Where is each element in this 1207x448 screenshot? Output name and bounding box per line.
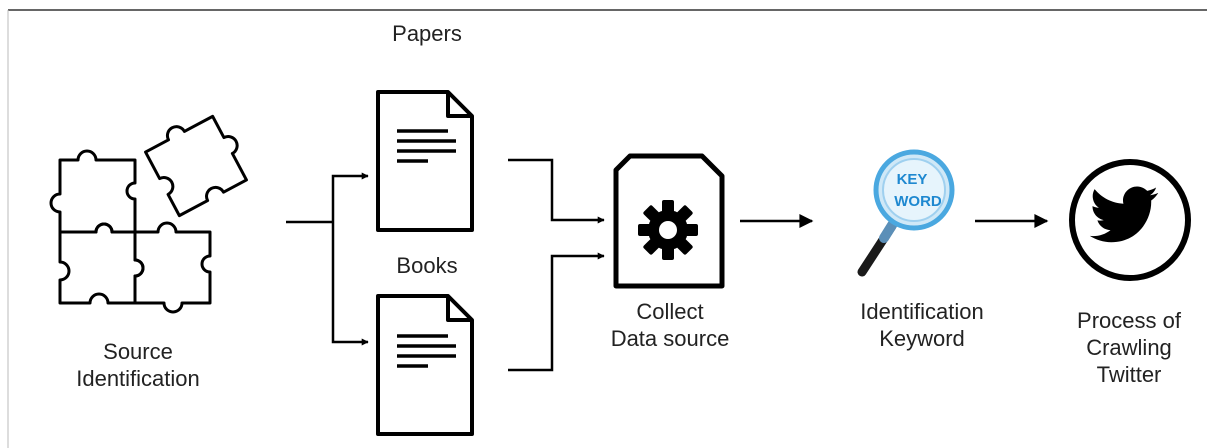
books-document-icon xyxy=(376,294,474,436)
merge-connector xyxy=(508,158,605,372)
papers-label: Papers xyxy=(392,21,462,46)
papers-document-icon xyxy=(376,90,474,232)
arrow-books-to-collect xyxy=(508,252,605,372)
split-connector xyxy=(286,172,369,346)
source-identification-label: Source Identification xyxy=(76,339,200,391)
magnifier-keyword-icon: KEY WORD xyxy=(857,149,955,277)
twitter-bird-icon xyxy=(1069,159,1191,281)
arrow-papers-to-collect xyxy=(508,158,605,224)
gear-document-icon xyxy=(613,153,725,289)
arrow-to-papers xyxy=(331,172,369,222)
arrow-to-books xyxy=(331,222,369,346)
magnifier-text-line-2: WORD xyxy=(894,193,942,210)
identification-keyword-label: Identification Keyword xyxy=(860,299,984,351)
books-label: Books xyxy=(396,253,458,278)
collect-data-source-label: Collect Data source xyxy=(610,299,730,351)
process-crawling-twitter-label: Process of Crawling Twitter xyxy=(1077,308,1181,387)
magnifier-text-line-1: KEY xyxy=(897,171,928,188)
puzzle-pieces-icon xyxy=(49,114,248,314)
